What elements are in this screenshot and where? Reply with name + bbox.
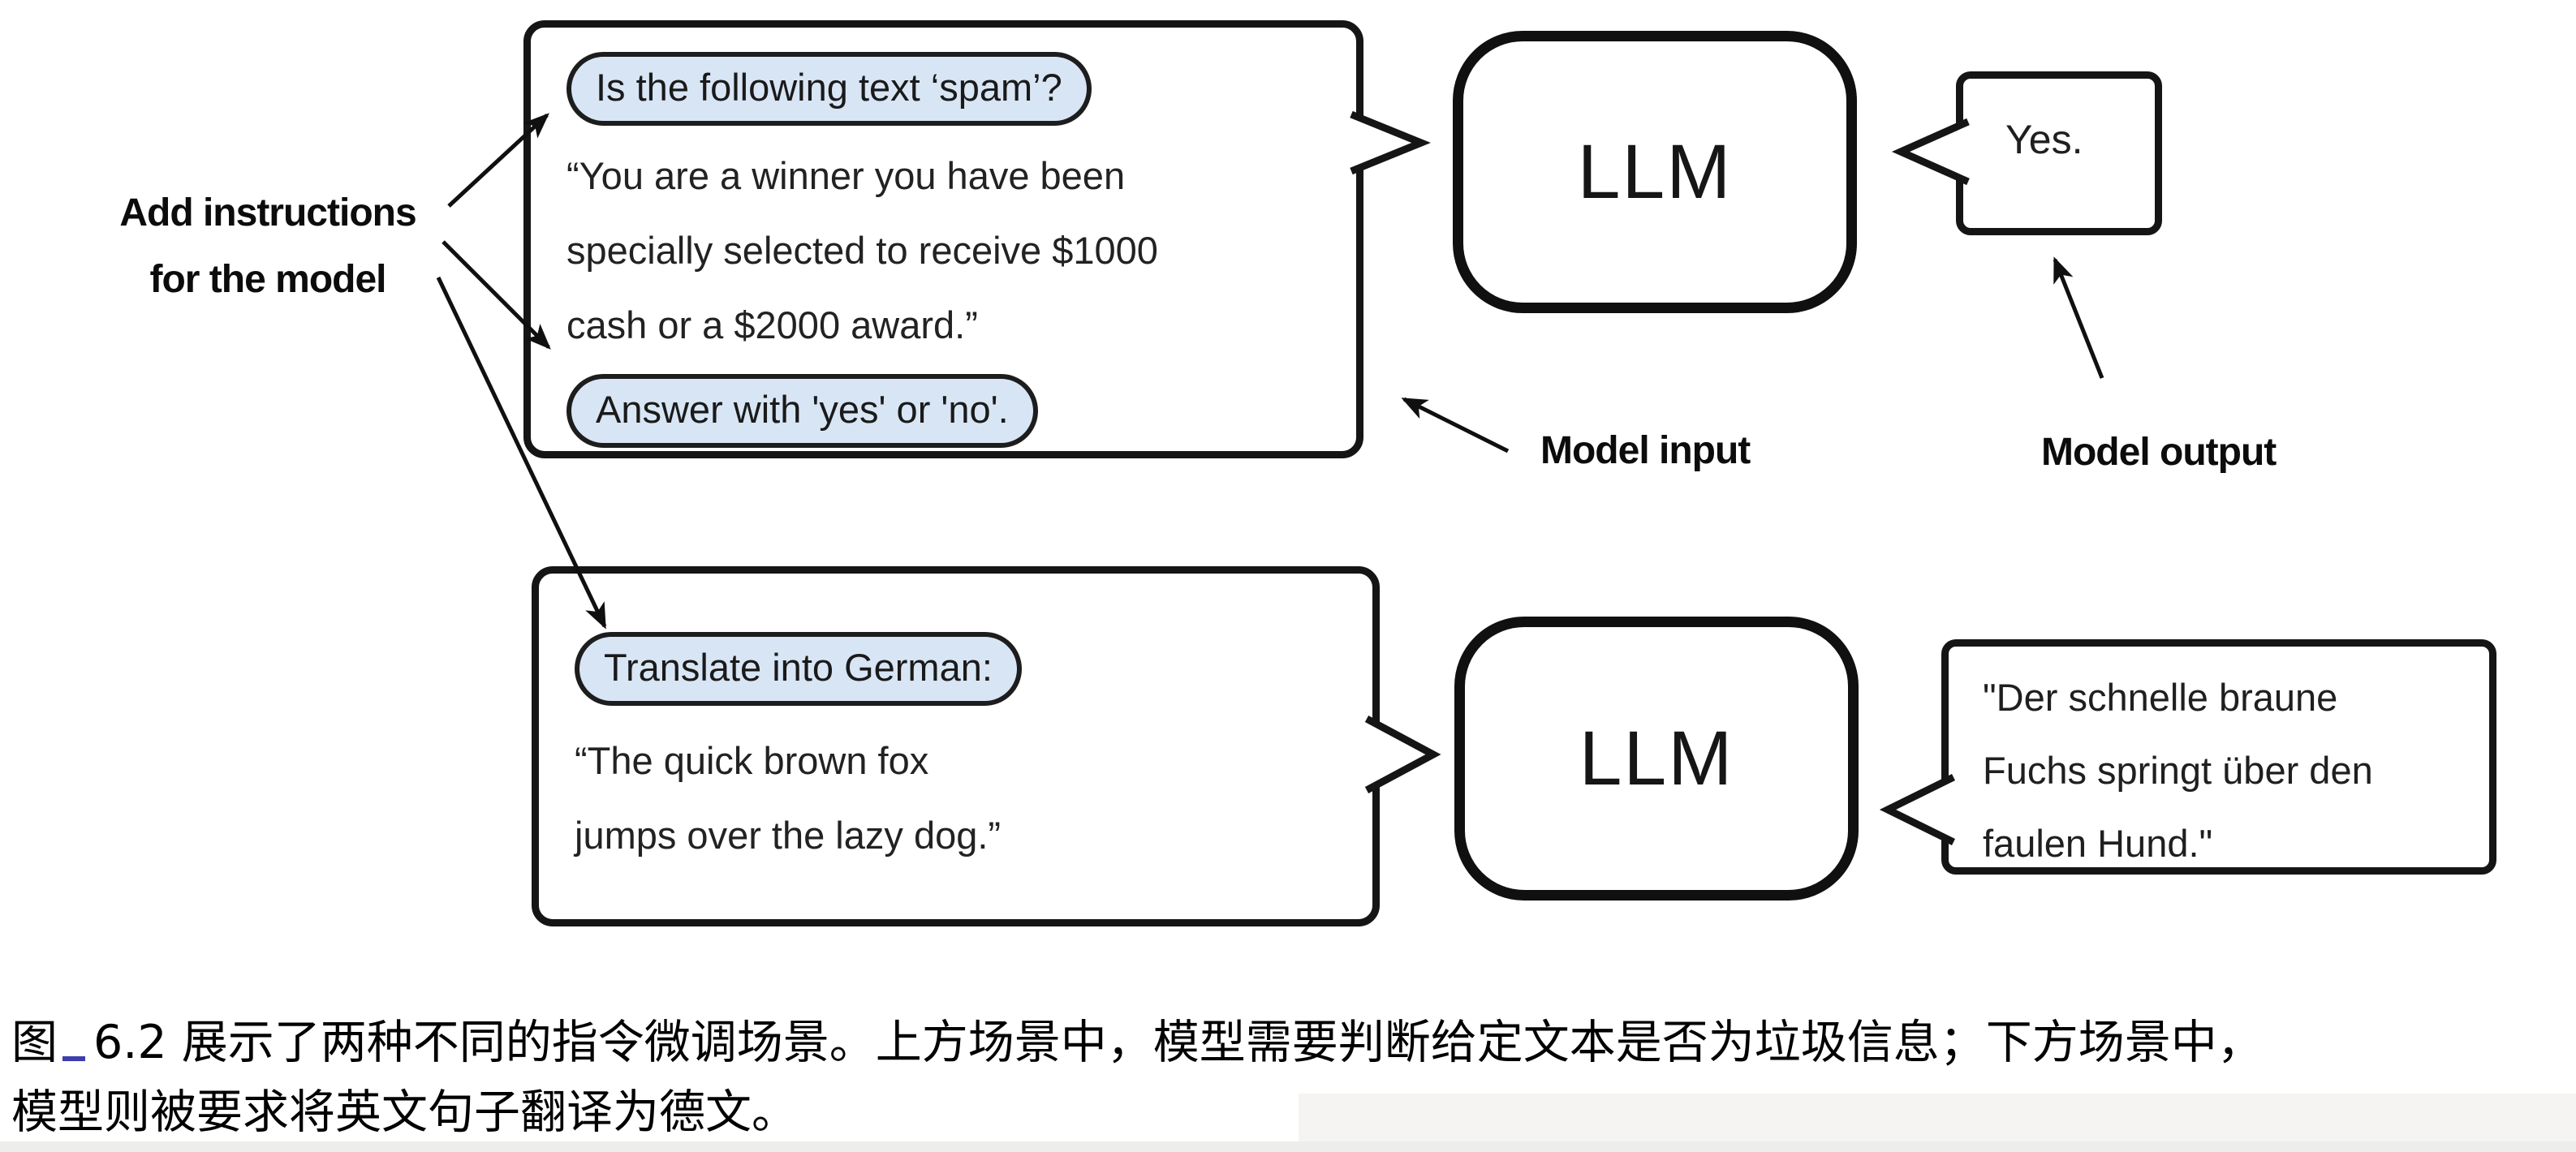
figure-caption: 图 6.2 展示了两种不同的指令微调场景。上方场景中，模型需要判断给定文本是否为垃…	[11, 1008, 2264, 1147]
german-output-line-1: "Der schnelle braune	[1983, 676, 2338, 719]
model-output-label: Model output	[2041, 431, 2277, 474]
german-output-line-2: Fuchs springt über den	[1983, 749, 2373, 792]
arrow-model-output	[2053, 256, 2104, 379]
arrow-model-input	[1401, 397, 1510, 453]
figure-ref-underline	[62, 1056, 85, 1061]
llm-label-top: LLM	[1577, 128, 1733, 215]
caption-line-1: 图 6.2 展示了两种不同的指令微调场景。上方场景中，模型需要判断给定文本是否为垃…	[11, 1008, 2264, 1077]
spam-model-input-box: Is the following text ‘spam’? “You are a…	[523, 20, 1363, 458]
yes-output-text: Yes.	[2005, 117, 2083, 162]
add-instructions-label: Add instructions for the model	[89, 180, 446, 313]
figure-ref: 图	[11, 1016, 58, 1069]
spam-text-line-1: “You are a winner you have been	[566, 153, 1126, 197]
translate-model-input-box: Translate into German: “The quick brown …	[532, 566, 1380, 926]
background-artifact-bottom	[0, 1141, 2576, 1152]
answer-instruction-pill: Answer with 'yes' or 'no'.	[566, 373, 1038, 448]
llm-box-top: LLM	[1453, 31, 1857, 313]
llm-box-bottom: LLM	[1454, 617, 1859, 901]
model-output-bubble-yes: Yes.	[1956, 71, 2162, 235]
spam-text-line-3: cash or a $2000 award.”	[566, 303, 978, 346]
spam-text-line-2: specially selected to receive $1000	[566, 228, 1158, 272]
german-output-line-3: faulen Hund."	[1983, 822, 2213, 865]
model-output-bubble-german: "Der schnelle braune Fuchs springt über …	[1941, 639, 2496, 875]
add-instructions-line-1: Add instructions	[119, 191, 416, 234]
llm-label-bottom: LLM	[1579, 715, 1734, 802]
model-input-label: Model input	[1540, 429, 1751, 472]
add-instructions-line-2: for the model	[149, 258, 386, 301]
caption-line-2: 模型则被要求将英文句子翻译为德文。	[11, 1085, 798, 1139]
fox-text-line-2: jumps over the lazy dog.”	[575, 813, 1002, 857]
fox-text-line-1: “The quick brown fox	[575, 738, 929, 782]
translate-instruction-pill: Translate into German:	[575, 632, 1022, 706]
caption-line-1-text: 6.2 展示了两种不同的指令微调场景。上方场景中，模型需要判断给定文本是否为垃圾…	[93, 1016, 2264, 1069]
spam-instruction-pill: Is the following text ‘spam’?	[566, 52, 1092, 126]
